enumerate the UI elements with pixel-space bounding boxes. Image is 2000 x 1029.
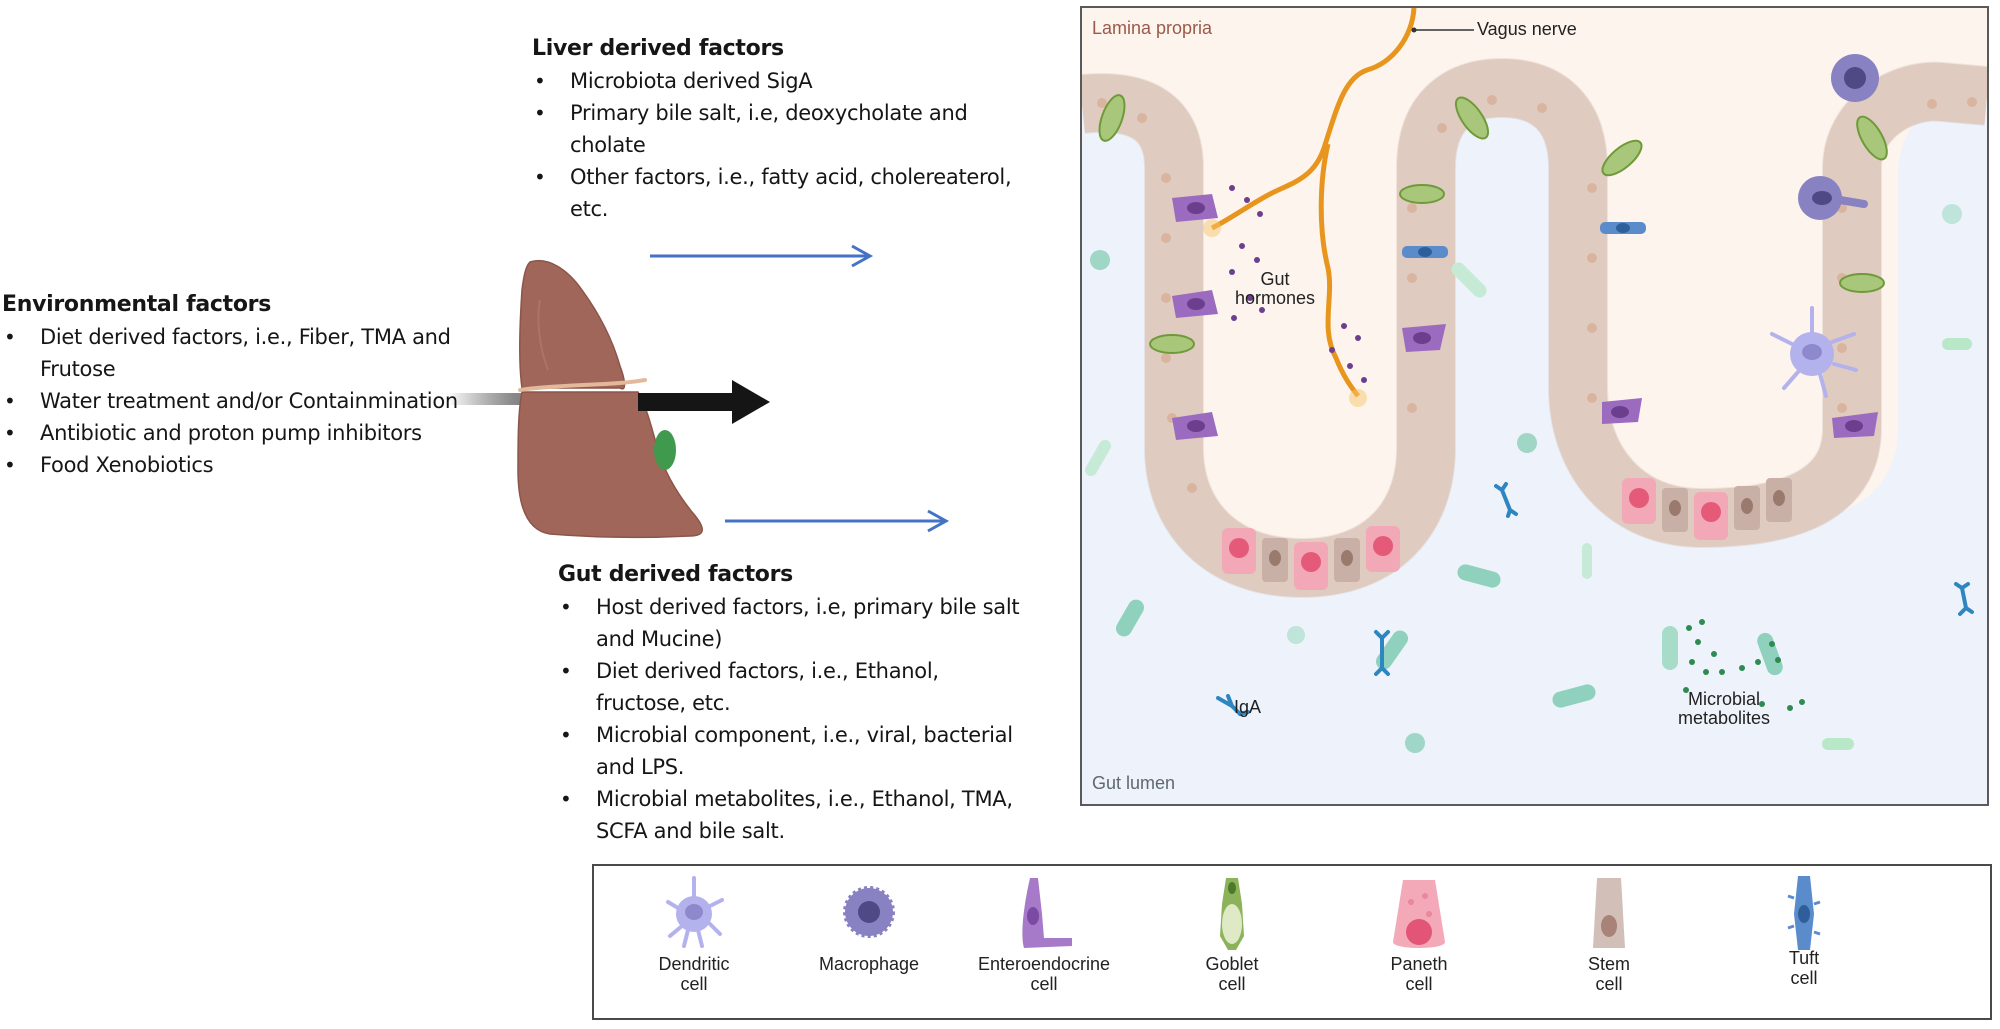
enteroendocrine-cell-icon (1022, 878, 1072, 948)
output-arrow-head (732, 380, 770, 424)
liver-illustration (448, 244, 950, 539)
goblet-cell-icon (1220, 878, 1244, 950)
vagus-nerve-label: Vagus nerve (1477, 19, 1577, 39)
liver-to-gut-arrow (650, 244, 874, 268)
microbial-metabolites-label-line2: metabolites (1677, 708, 1771, 728)
list-item: Antibiotic and proton pump inhibitors (2, 417, 472, 449)
liver-factors-block: Liver derived factors Microbiota derived… (532, 36, 1012, 225)
macrophage-icon (843, 886, 895, 938)
metabolite-dots (1683, 619, 1805, 711)
macrophage-top (1831, 54, 1879, 102)
goblet-cells (1098, 94, 1888, 354)
paneth-cell-icon (1393, 880, 1445, 948)
gut-to-panel-arrow (725, 509, 950, 533)
tuft-cells (1402, 222, 1646, 258)
lumen-microbes (1085, 204, 1972, 753)
environmental-factors-list: Diet derived factors, i.e., Fiber, TMA a… (2, 321, 472, 481)
enteroendocrine-cells (1172, 194, 1878, 440)
legend-item-macrophage: Macrophage (789, 866, 949, 1016)
dendritic-cell (1770, 306, 1858, 398)
crypt-cells-right (1622, 478, 1792, 540)
liver-factors-title: Liver derived factors (532, 36, 784, 61)
list-item: Microbial metabolites, i.e., Ethanol, TM… (558, 783, 1028, 847)
list-item: Host derived factors, i.e, primary bile … (558, 591, 1028, 655)
list-item: Microbiota derived SigA (532, 65, 1012, 97)
gut-factors-block: Gut derived factors Host derived factors… (558, 562, 1028, 847)
iga-antibodies (1216, 482, 1974, 716)
iga-label: IgA (1234, 697, 1262, 717)
microbial-metabolites-label-line1: Microbial (1687, 689, 1761, 709)
environmental-factors-block: Environmental factors Diet derived facto… (2, 292, 472, 481)
environmental-factors-title: Environmental factors (2, 292, 272, 317)
stem-cell-icon (1593, 878, 1625, 948)
gut-villi-illustration (1082, 8, 1987, 753)
gut-factors-title: Gut derived factors (558, 562, 793, 587)
gut-factors-list: Host derived factors, i.e, primary bile … (558, 591, 1028, 847)
microbial-metabolites-label: Microbial metabolites (1664, 690, 1784, 728)
dendritic-cell-icon (666, 876, 724, 948)
list-item: Other factors, i.e., fatty acid, cholere… (532, 161, 1012, 225)
list-item: Diet derived factors, i.e., Ethanol, fru… (558, 655, 1028, 719)
legend-label: Macrophage (818, 954, 920, 974)
tuft-cell-icon (1787, 876, 1821, 950)
gut-hormones-label-line1: Gut (1260, 269, 1290, 289)
vagus-nerve (1210, 8, 1417, 231)
list-item: Food Xenobiotics (2, 449, 472, 481)
list-item: Microbial component, i.e., viral, bacter… (558, 719, 1028, 783)
list-item: Water treatment and/or Containmination (2, 385, 472, 417)
epithelium-layer (1082, 58, 1987, 598)
crypt-cells-left (1222, 526, 1400, 590)
list-item: Primary bile salt, i.e, deoxycholate and… (532, 97, 1012, 161)
macrophage-engulfing (1798, 176, 1868, 220)
gut-hormones-label-line2: hormones (1234, 288, 1316, 308)
gut-lumen-label: Gut lumen (1092, 773, 1176, 793)
lamina-propria-label: Lamina propria (1092, 18, 1213, 38)
hormone-dots (1229, 185, 1367, 383)
gut-diagram-panel: Lamina propria Gut lumen Vagus nerve Gut… (1080, 6, 1989, 806)
lamina-propria-region (1082, 8, 1987, 568)
gut-hormones-label: Gut hormones (1230, 270, 1320, 308)
list-item: Diet derived factors, i.e., Fiber, TMA a… (2, 321, 472, 385)
liver-icon (517, 259, 703, 539)
liver-factors-list: Microbiota derived SigA Primary bile sal… (532, 65, 1012, 225)
output-arrow-shaft (638, 393, 738, 411)
